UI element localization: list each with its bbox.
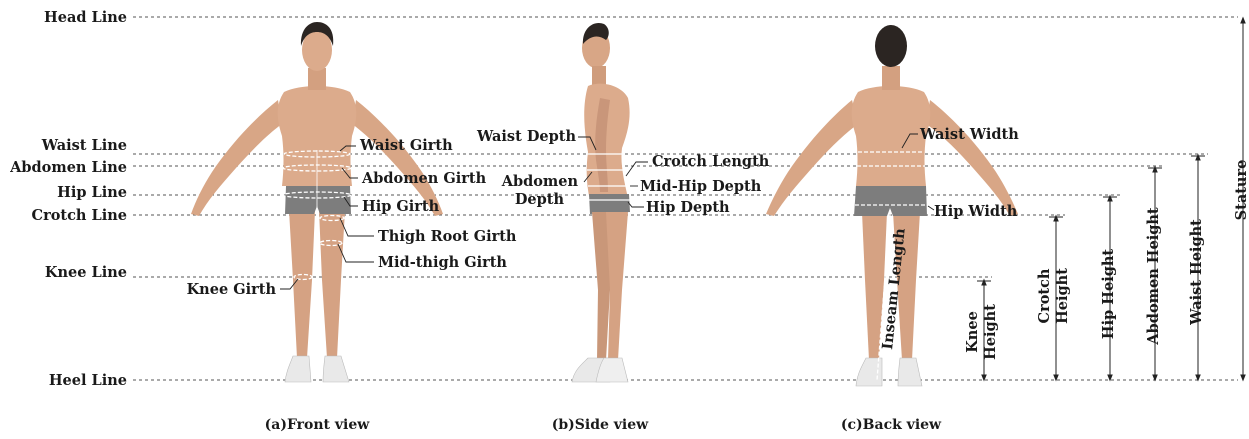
reference-line-labels: Head Line Waist Line Abdomen Line Hip Li… (9, 9, 127, 389)
label-hip-depth: Hip Depth (646, 199, 730, 216)
label-knee-girth: Knee Girth (187, 281, 277, 298)
label-hip-girth: Hip Girth (362, 198, 440, 215)
back-right-shoe (898, 358, 922, 386)
caption-back-view: (c)Back view (841, 417, 942, 433)
hip-line-label: Hip Line (57, 184, 127, 201)
abdomen-line-label: Abdomen Line (9, 159, 127, 176)
back-neck (882, 66, 900, 90)
front-right-shoe (323, 356, 349, 382)
waist-height-label: Waist Height (1188, 219, 1205, 326)
leader-thigh-root-girth (340, 218, 374, 236)
crotch-height-label: Crotch Height (1036, 268, 1071, 324)
label-abdomen-depth-line1: Abdomen (501, 173, 579, 190)
view-captions: (a)Front view (b)Side view (c)Back view (265, 417, 942, 433)
back-torso (852, 86, 931, 186)
label-thigh-root-girth: Thigh Root Girth (378, 228, 517, 245)
crotch-line-label: Crotch Line (32, 207, 127, 224)
label-crotch-length: Crotch Length (652, 153, 770, 170)
front-left-arm (191, 100, 282, 216)
label-waist-girth: Waist Girth (359, 137, 453, 154)
side-shorts (589, 194, 630, 214)
caption-front-view: (a)Front view (265, 417, 371, 433)
label-hip-width: Hip Width (934, 203, 1018, 220)
label-abdomen-girth: Abdomen Girth (361, 170, 487, 187)
caption-side-view: (b)Side view (552, 417, 649, 433)
knee-height-label-2: Height (982, 304, 999, 360)
head-line-label: Head Line (44, 9, 127, 26)
crotch-height-label-1: Crotch (1036, 268, 1053, 323)
label-waist-width: Waist Width (919, 126, 1019, 143)
front-right-leg (319, 210, 345, 358)
stature-label: Stature (1233, 160, 1249, 221)
heel-line-label: Heel Line (49, 372, 127, 389)
back-head (875, 25, 907, 67)
waist-line-label: Waist Line (41, 137, 127, 154)
label-mid-thigh-girth: Mid-thigh Girth (378, 254, 507, 271)
label-abdomen-depth-line2: Depth (515, 191, 565, 208)
crotch-height-label-2: Height (1054, 268, 1071, 324)
back-right-arm (926, 100, 1018, 216)
front-left-leg (289, 210, 315, 358)
knee-height-label-1: Knee (964, 311, 981, 353)
label-mid-hip-depth: Mid-Hip Depth (640, 178, 762, 195)
height-labels: Knee Height Crotch Height Hip Height Abd… (964, 160, 1249, 360)
front-neck (308, 68, 326, 90)
hip-height-label: Hip Height (1100, 249, 1117, 340)
back-shorts (854, 186, 927, 216)
leader-mid-thigh-girth (338, 244, 374, 262)
side-neck (592, 66, 606, 86)
abdomen-height-label: Abdomen Height (1145, 207, 1162, 345)
leader-crotch-length (626, 162, 648, 176)
back-left-arm (766, 100, 858, 216)
knee-height-label: Knee Height (964, 304, 999, 360)
knee-line-label: Knee Line (45, 264, 127, 281)
side-body (572, 23, 630, 382)
label-waist-depth: Waist Depth (476, 128, 576, 145)
front-left-shoe (285, 356, 311, 382)
leader-hip-depth (628, 202, 644, 207)
front-shorts (285, 186, 351, 214)
